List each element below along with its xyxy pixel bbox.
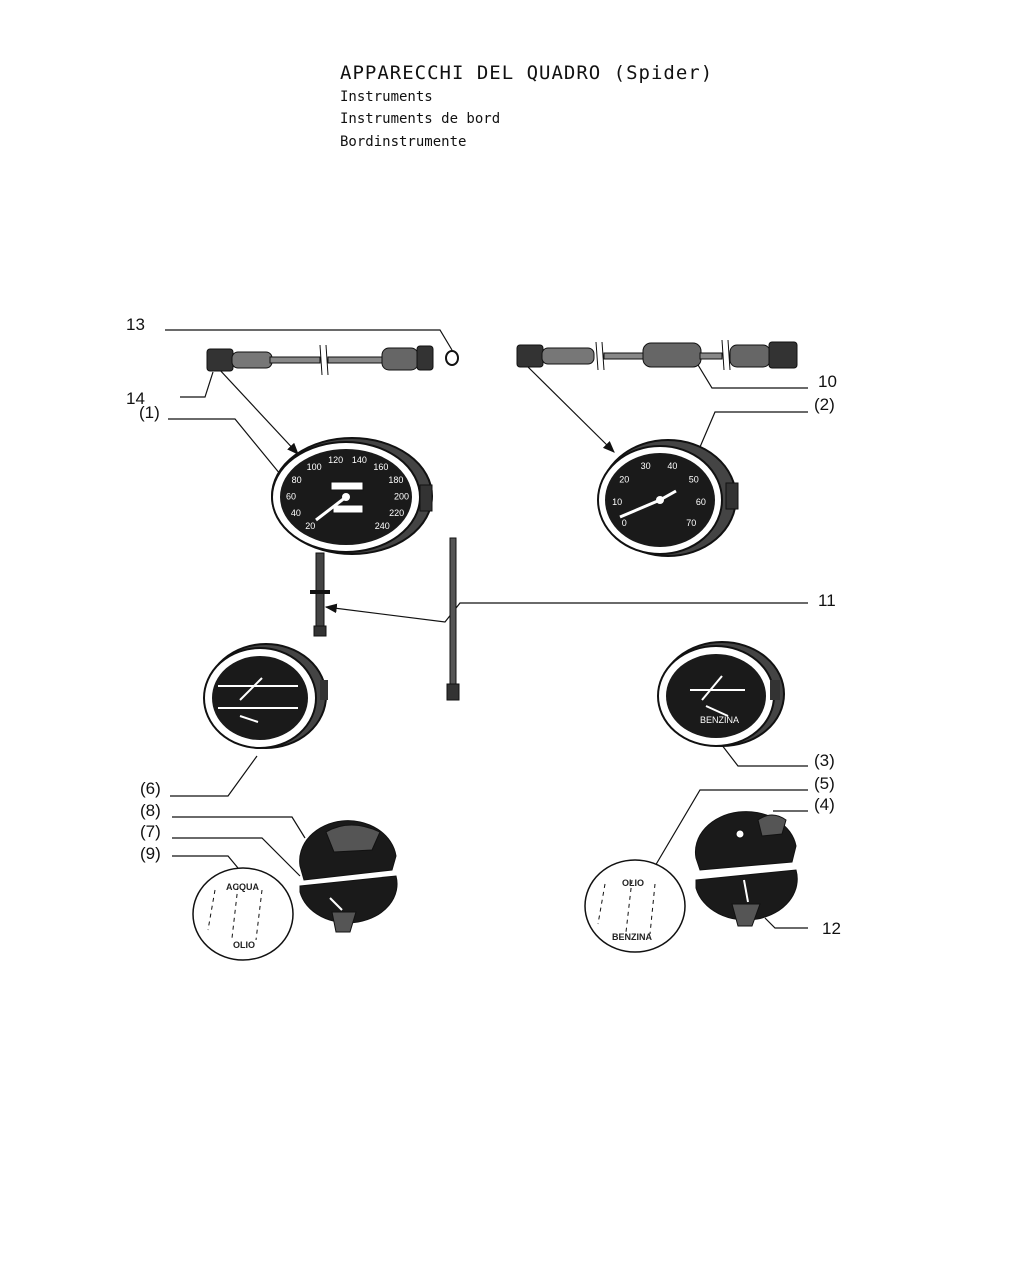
callout-12: 12 — [822, 919, 841, 938]
speedo-tick-label: 100 — [307, 462, 322, 472]
glass-label-oil-left: OLIO — [233, 940, 255, 950]
tacho-tick-label: 60 — [696, 497, 706, 507]
tacho-tick-label: 0 — [622, 518, 627, 528]
callout-1: (1) — [139, 403, 160, 422]
callout-14: 14 — [126, 389, 145, 408]
speedo-tick-label: 220 — [389, 508, 404, 518]
fuel-oil-gauge: BENZINA — [657, 641, 785, 747]
fuel-oil-dial-halves — [694, 811, 798, 927]
fuel-gauge-label: BENZINA — [700, 715, 739, 725]
tacho-tick-label: 20 — [619, 475, 629, 485]
tachometer-cable — [516, 339, 798, 371]
speedo-tick-label: 240 — [375, 521, 390, 531]
speedo-tick-label: 200 — [394, 491, 409, 501]
glass-label-oil-right: OLIO — [622, 878, 644, 888]
callout-4: (4) — [814, 795, 835, 814]
subtitle-french: Instruments de bord — [340, 111, 501, 127]
glass-label-water: ACQUA — [226, 882, 259, 892]
speedo-tick-label: 80 — [292, 475, 302, 485]
callout-10: 10 — [818, 372, 837, 391]
speedo-tick-label: 40 — [291, 508, 301, 518]
callout-5: (5) — [814, 774, 835, 793]
odometer-counter — [330, 481, 364, 491]
glass-label-fuel: BENZINA — [612, 932, 652, 942]
speedo-tick-label: 60 — [286, 491, 296, 501]
callout-labels: 13 14 (1) 10 (2) 11 (6) (3) (5) (4) (8) … — [126, 315, 841, 938]
callout-9: (9) — [140, 844, 161, 863]
tacho-tick-label: 30 — [641, 461, 651, 471]
callout-11: 11 — [818, 591, 836, 610]
leader-lines — [165, 329, 808, 929]
water-oil-dial-halves — [299, 820, 398, 933]
speedo-tick-label: 180 — [388, 475, 403, 485]
speedo-tick-label: 140 — [352, 455, 367, 465]
speedometer-cable — [206, 344, 459, 376]
tachometer: 0 10 20 30 40 50 60 70 — [597, 439, 739, 557]
speedo-tick-label: 120 — [328, 455, 343, 465]
flexible-shaft — [446, 537, 460, 701]
tacho-tick-label: 70 — [686, 518, 696, 528]
callout-3: (3) — [814, 751, 835, 770]
speedo-tick-label: 160 — [373, 462, 388, 472]
water-oil-glass: ACQUA OLIO — [192, 867, 294, 961]
subtitle-english: Instruments — [340, 89, 433, 105]
callout-13: 13 — [126, 315, 145, 334]
callout-2: (2) — [814, 395, 835, 414]
tacho-tick-label: 50 — [689, 475, 699, 485]
tacho-tick-label: 40 — [667, 461, 677, 471]
callout-7: (7) — [140, 822, 161, 841]
subtitle-german: Bordinstrumente — [340, 134, 467, 150]
trip-counter — [332, 504, 364, 514]
tacho-tick-label: 10 — [612, 497, 622, 507]
water-oil-gauge — [203, 643, 328, 749]
speedo-tick-label: 20 — [305, 521, 315, 531]
page-title: APPARECCHI DEL QUADRO (Spider) — [340, 62, 714, 84]
fuel-oil-glass: OLIO BENZINA — [584, 859, 686, 953]
callout-8: (8) — [140, 801, 161, 820]
washer-icon — [445, 350, 459, 366]
callout-6: (6) — [140, 779, 161, 798]
